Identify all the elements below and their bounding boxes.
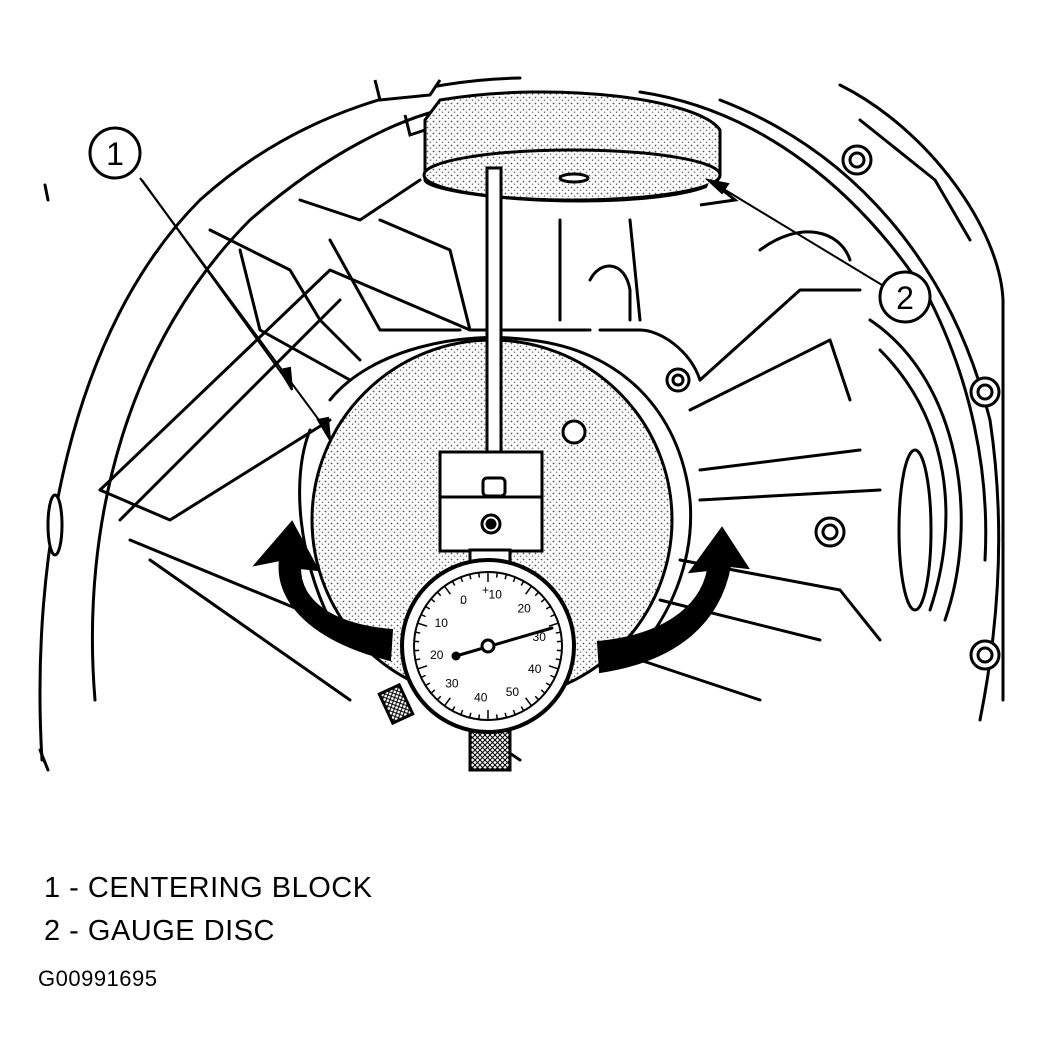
dial-tick (451, 580, 456, 586)
callout-2-number: 2 (896, 280, 914, 316)
dial-tick (550, 613, 556, 618)
case-right-flange (838, 83, 1005, 702)
dial-tick (534, 695, 540, 701)
dial-tick (550, 674, 556, 679)
dial-tick (512, 576, 516, 583)
dial-tick (520, 580, 525, 586)
case-right-contour (718, 98, 1001, 722)
dial-tick (415, 658, 421, 661)
dial-plus-sign: + (482, 583, 489, 597)
dial-tick (420, 674, 426, 679)
callout-2 (878, 270, 932, 324)
dial-tick (555, 658, 561, 661)
dial-scale-label: 0 (460, 593, 467, 607)
dial-tick (436, 695, 442, 701)
rotation-arrow-right (596, 526, 750, 674)
dial-tick (512, 709, 516, 716)
dial-tick (425, 605, 431, 610)
legend-item-gauge-disc: 2 - GAUGE DISC (44, 915, 275, 947)
dial-tick (420, 613, 426, 618)
dial-tick (425, 682, 431, 687)
dial-tick (520, 706, 525, 712)
dial-tick (504, 712, 508, 718)
dial-tick (417, 622, 428, 627)
dial-scale-label: 20 (430, 648, 444, 662)
dial-tick (495, 714, 499, 720)
dial-tick (460, 709, 464, 716)
dial-tick (545, 605, 551, 610)
dial-minus-sign: - (460, 595, 464, 609)
dial-tick (468, 574, 472, 580)
dial-scale-label: 40 (528, 662, 542, 676)
dial-tick (545, 682, 551, 687)
dial-scale-label: 20 (517, 602, 531, 616)
dial-tick (540, 689, 546, 694)
dial-tick (548, 622, 559, 627)
dial-tick (436, 591, 442, 597)
dial-needle (454, 626, 554, 658)
dial-scale-label: 30 (445, 676, 459, 690)
dial-scale-label: 10 (489, 588, 503, 602)
dial-tick (504, 574, 508, 580)
dial-tick (525, 585, 533, 595)
dial-scale-label: 40 (474, 690, 488, 704)
dial-tick (525, 697, 533, 707)
rotation-arrow-left (252, 520, 394, 662)
dial-tick (443, 585, 451, 595)
dial-tick (495, 572, 499, 578)
dial-tick (443, 697, 451, 707)
dial-tick (430, 598, 436, 603)
bore-outline (328, 336, 693, 662)
dial-tick (555, 631, 561, 634)
dial-scale-label: 50 (506, 685, 520, 699)
figure-id: G00991695 (38, 966, 158, 991)
callout-1-leader (139, 177, 331, 441)
gauge-disc (373, 79, 739, 207)
dial-tick (477, 714, 481, 720)
dial-scale-label: 10 (435, 616, 449, 630)
dial-tick (540, 598, 546, 603)
dial-tick (415, 631, 421, 634)
dial-tick (417, 665, 428, 670)
dial-tick (451, 706, 456, 712)
dial-tick (430, 689, 436, 694)
dial-lock-knurl (377, 682, 415, 726)
callout-1-number: 1 (106, 136, 124, 172)
dial-tick (468, 712, 472, 718)
callout-2-leader (704, 178, 883, 286)
case-outer-contour-2 (90, 108, 442, 702)
legend-item-centering-block: 1 - CENTERING BLOCK (44, 872, 373, 904)
dial-tick (460, 576, 464, 583)
dial-tick (548, 665, 559, 670)
dial-tick (534, 591, 540, 597)
dial-tick (477, 572, 481, 578)
callout-1 (88, 126, 142, 180)
